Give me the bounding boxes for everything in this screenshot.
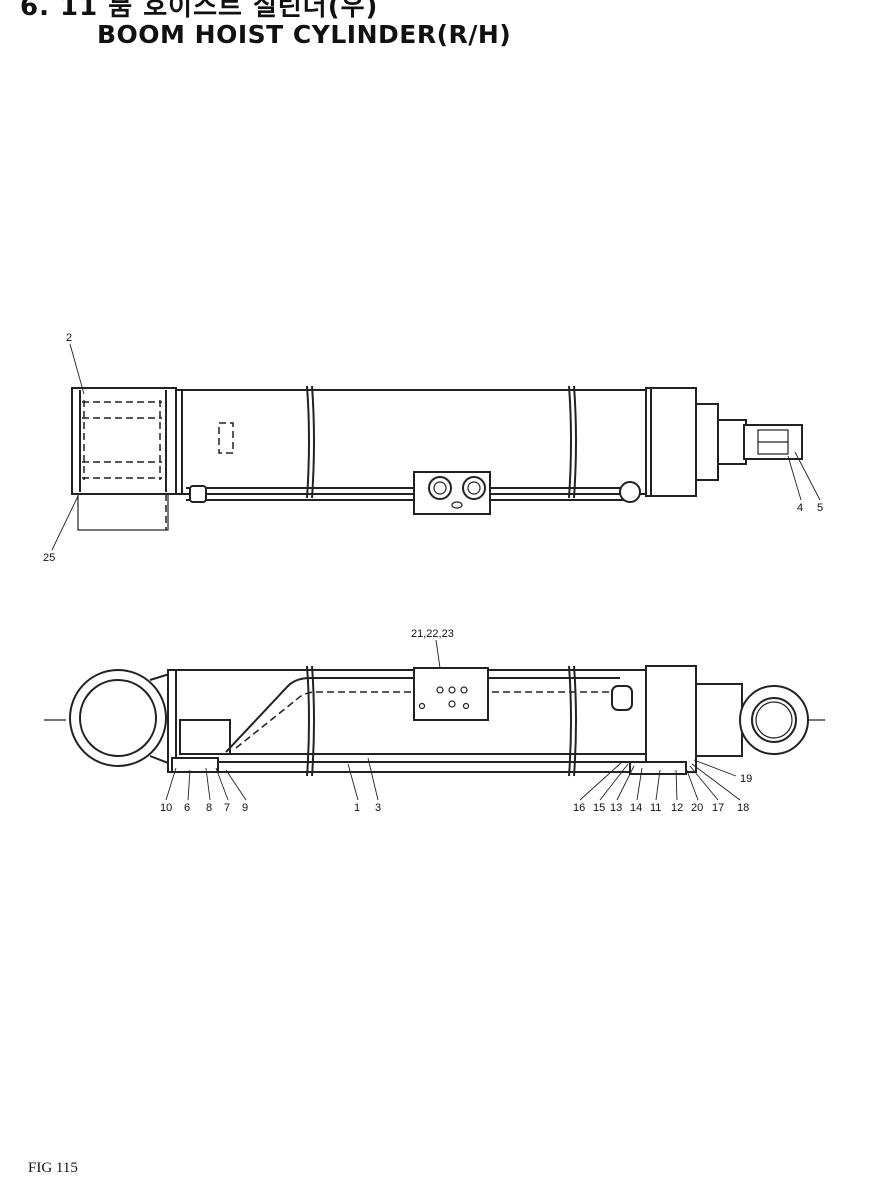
nameplate (218, 422, 234, 454)
top-view: 2 25 4 5 (43, 332, 823, 564)
section-heading: 6. 11 붐 호이스트 실린더(우) (20, 0, 379, 22)
callout-13: 13 (610, 802, 622, 814)
callout-5: 5 (817, 502, 823, 514)
page-title: BOOM HOIST CYLINDER(R/H) (97, 20, 512, 49)
callout-3: 3 (375, 802, 381, 814)
callout-15: 15 (593, 802, 605, 814)
figure-label: FIG 115 (28, 1160, 78, 1176)
section-valve-block (413, 667, 489, 721)
callout-16: 16 (573, 802, 585, 814)
callout-1: 1 (354, 802, 360, 814)
callout-20: 20 (691, 802, 703, 814)
callout-9: 9 (242, 802, 248, 814)
gland (695, 403, 719, 481)
callout-8: 8 (206, 802, 212, 814)
bottom-eye (69, 669, 167, 767)
callout-14: 14 (630, 802, 642, 814)
cylinder-tube (175, 389, 647, 495)
callout-21-22-23: 21,22,23 (411, 628, 454, 640)
clevis-lug (77, 493, 169, 531)
callout-18: 18 (737, 802, 749, 814)
callout-2: 2 (66, 332, 72, 344)
bottom-clevis (71, 387, 177, 495)
callout-11: 11 (650, 802, 661, 814)
cylinder-head (645, 387, 697, 497)
callout-12: 12 (671, 802, 683, 814)
section-head (645, 665, 697, 773)
callout-10: 10 (160, 802, 172, 814)
rod-eye (739, 685, 809, 755)
section-view: 21,22,23 10 6 8 7 9 1 3 16 15 13 14 11 1… (44, 628, 828, 814)
callout-6: 6 (184, 802, 190, 814)
rod (717, 419, 747, 465)
callout-19: 19 (740, 773, 752, 785)
callout-4: 4 (797, 502, 803, 514)
callout-25: 25 (43, 552, 55, 564)
callout-17: 17 (712, 802, 724, 814)
callout-7: 7 (224, 802, 230, 814)
